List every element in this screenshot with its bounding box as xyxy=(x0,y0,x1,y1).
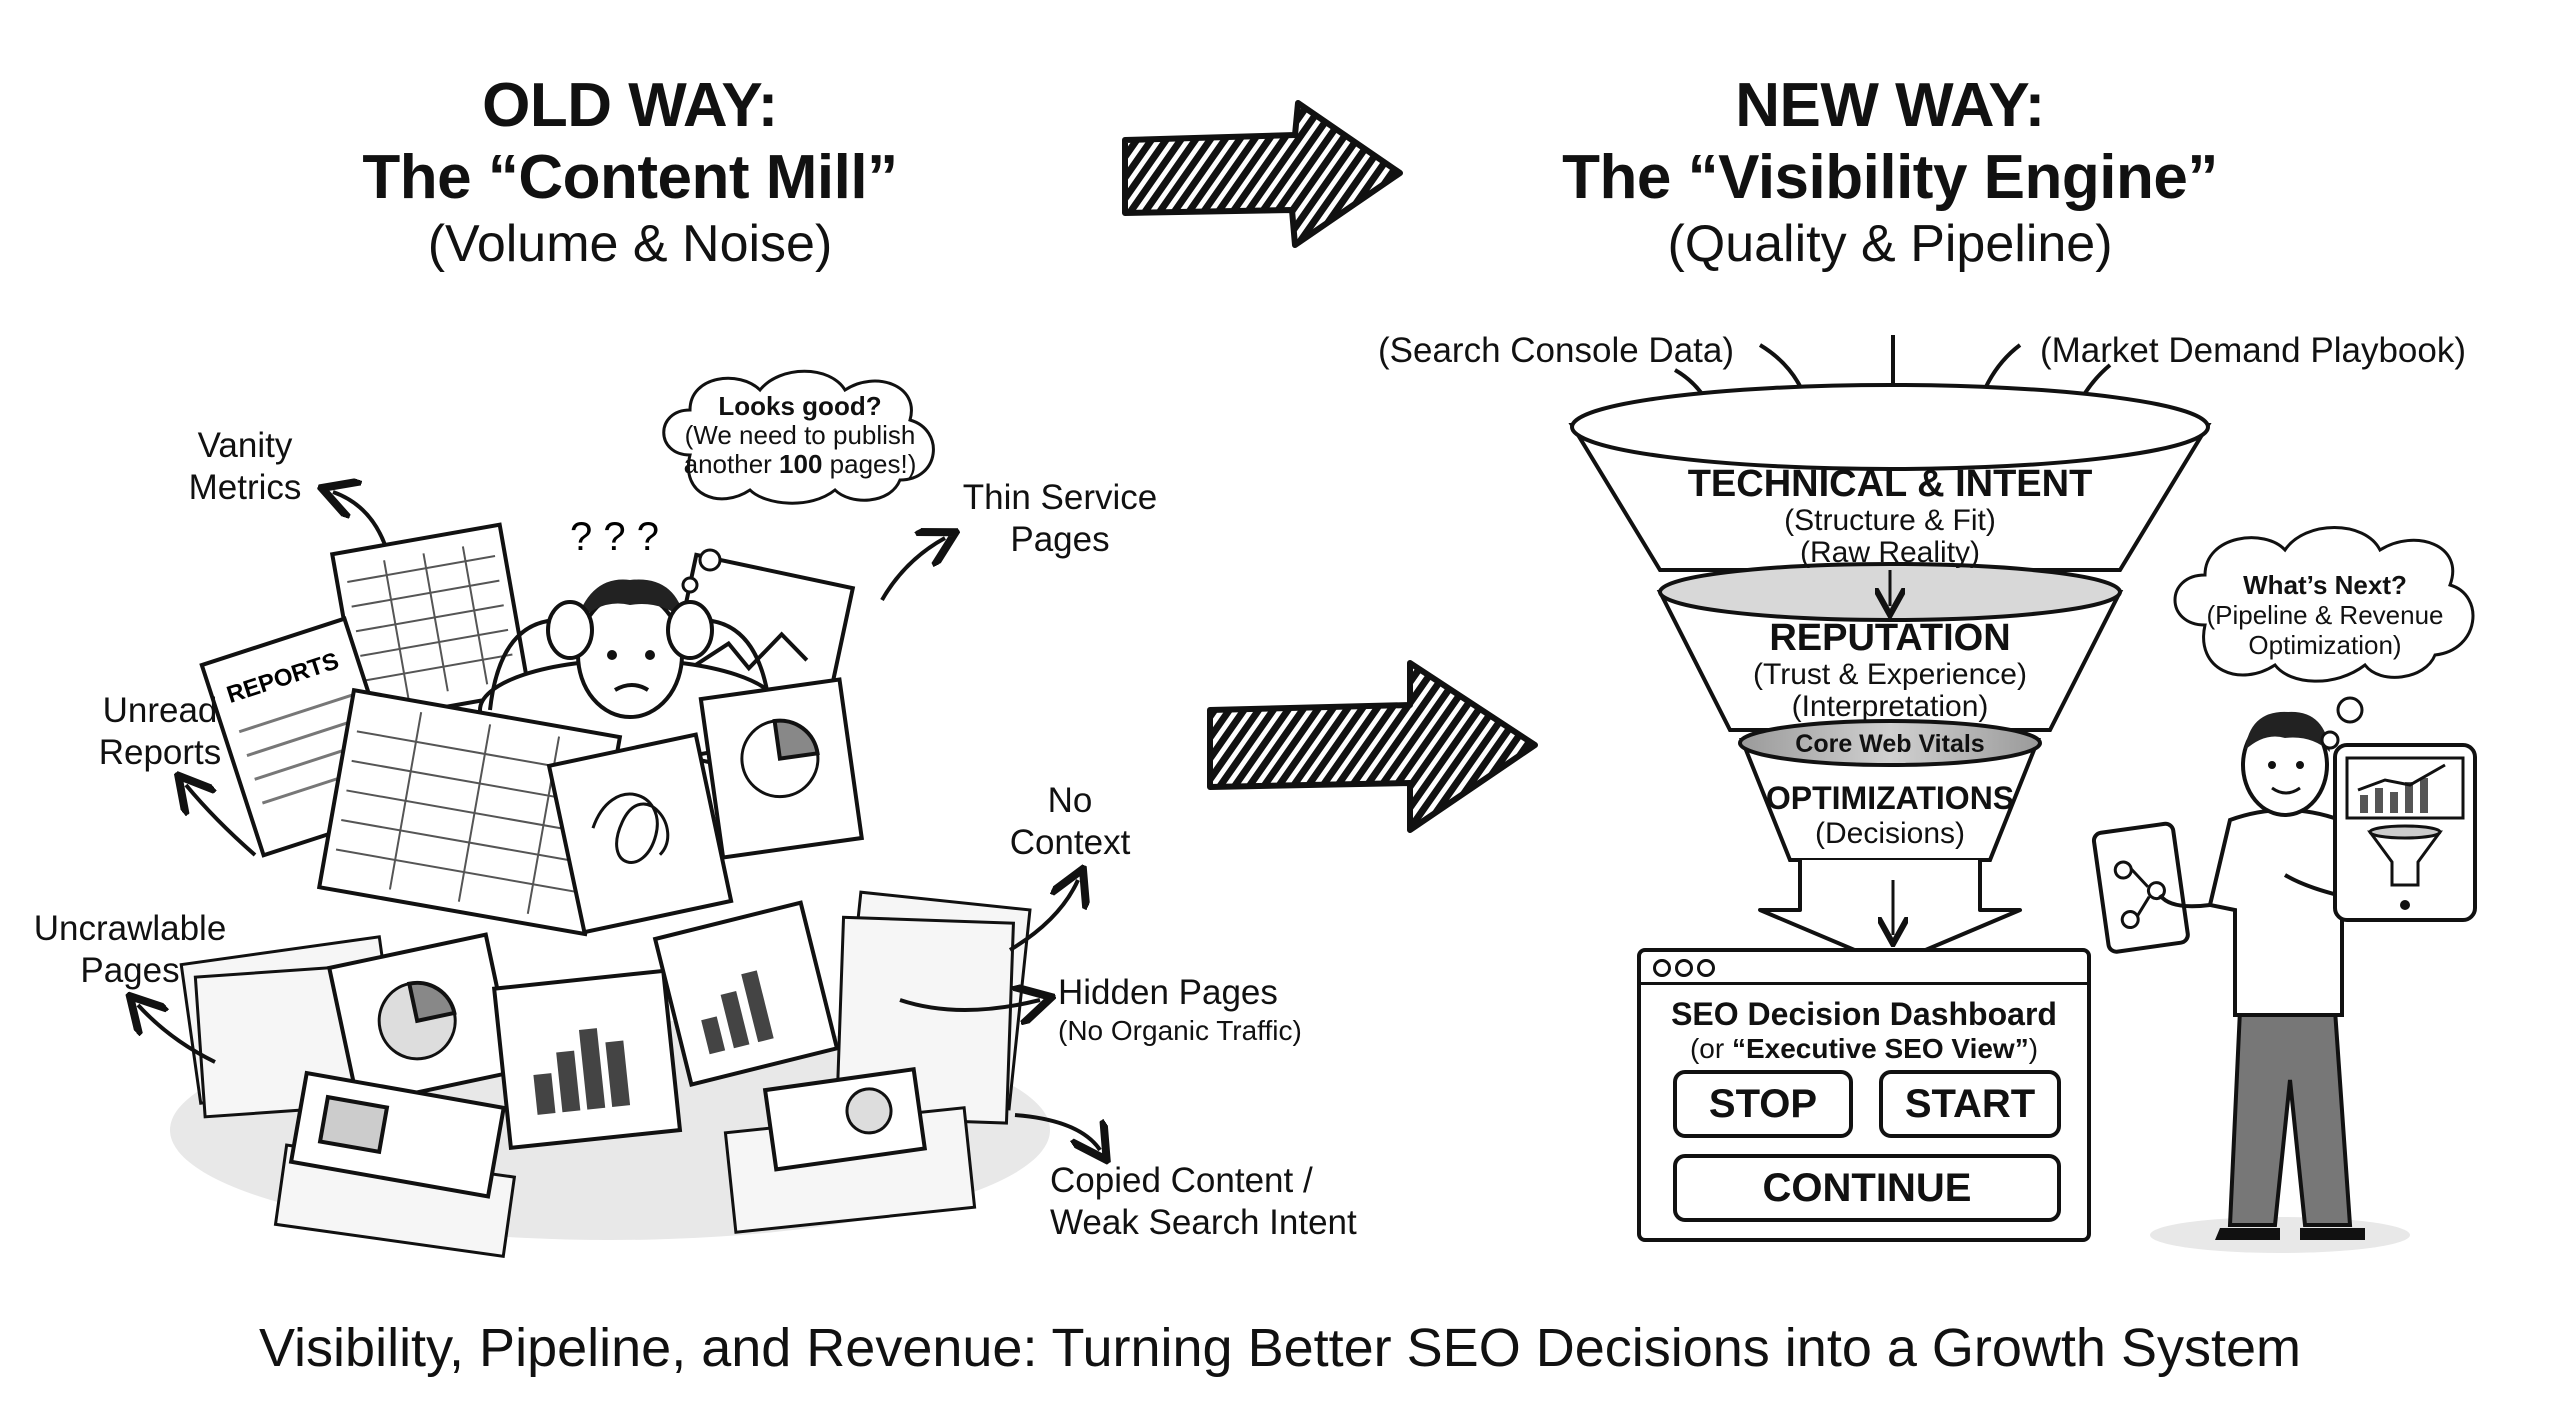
old-way-subtitle: (Volume & Noise) xyxy=(427,215,833,273)
old-way-title: OLD WAY: xyxy=(482,71,778,140)
tier2-sub2: (Interpretation) xyxy=(1791,690,1989,723)
top-transition-arrow-icon xyxy=(1122,100,1403,248)
seo-decision-dashboard: SEO Decision Dashboard (or “Executive SE… xyxy=(1637,948,2091,1242)
bubble-line3: another 100 pages!) xyxy=(683,449,917,479)
window-dot-icon xyxy=(1675,959,1693,977)
visibility-funnel xyxy=(1568,335,2212,967)
funnel-tier-optimizations: OPTIMIZATIONS (Decisions) xyxy=(1740,780,2040,852)
middle-transition-arrow-icon xyxy=(1207,660,1538,833)
stop-button[interactable]: STOP xyxy=(1673,1070,1853,1138)
continue-button[interactable]: CONTINUE xyxy=(1673,1154,2061,1222)
tier2-title: REPUTATION xyxy=(1769,617,2011,659)
label-hidden-pages: Hidden Pages (No Organic Traffic) xyxy=(1058,973,1302,1046)
start-button[interactable]: START xyxy=(1879,1070,2061,1138)
bubble-optimization: Optimization) xyxy=(2248,630,2402,660)
new-way-heading: NEW WAY: The “Visibility Engine” (Qualit… xyxy=(1460,70,2320,274)
funnel-core-web-vitals-band: Core Web Vitals xyxy=(1795,730,1985,758)
bubble-pipeline: (Pipeline & Revenue xyxy=(2206,600,2444,630)
old-way-heading: OLD WAY: The “Content Mill” (Volume & No… xyxy=(260,70,1000,274)
new-way-bubble-text: What’s Next? (Pipeline & Revenue Optimiz… xyxy=(2175,570,2475,660)
new-way-thought-bubble xyxy=(2173,526,2475,683)
question-marks-icon: ? ? ? xyxy=(570,515,659,559)
input-search-console-data: (Search Console Data) xyxy=(1378,331,1734,370)
window-dot-icon xyxy=(1653,959,1671,977)
new-way-title: NEW WAY: xyxy=(1735,71,2045,140)
funnel-tier-reputation: REPUTATION (Trust & Experience) (Interpr… xyxy=(1680,617,2100,723)
old-way-bubble-text: Looks good? (We need to publish another … xyxy=(660,392,940,479)
funnel-tier-technical: TECHNICAL & INTENT (Structure & Fit) (Ra… xyxy=(1630,463,2150,569)
dashboard-subtitle: (or “Executive SEO View”) xyxy=(1689,1033,2039,1064)
label-copied-content: Copied Content /Weak Search Intent xyxy=(1050,1161,1357,1242)
input-market-demand-playbook: (Market Demand Playbook) xyxy=(2040,331,2466,370)
tier1-sub1: (Structure & Fit) xyxy=(1784,504,1996,537)
tier2-sub1: (Trust & Experience) xyxy=(1753,658,2027,691)
old-way-thought-bubble xyxy=(662,369,935,505)
confident-person-illustration xyxy=(2091,696,2410,1253)
bubble-question: Looks good? xyxy=(718,391,882,421)
old-way-title-name: The “Content Mill” xyxy=(362,143,898,212)
content-mill-pile-illustration: REPORTS ? ? ? xyxy=(170,515,1050,1259)
tier3-title: OPTIMIZATIONS xyxy=(1765,780,2015,816)
tier1-title: TECHNICAL & INTENT xyxy=(1687,463,2093,505)
analytics-tablet-icon xyxy=(2333,743,2477,922)
tier1-sub2: (Raw Reality) xyxy=(1799,536,1981,569)
bubble-line2: (We need to publish xyxy=(684,420,916,450)
bubble-whats-next: What’s Next? xyxy=(2243,570,2407,600)
bottom-caption: Visibility, Pipeline, and Revenue: Turni… xyxy=(259,1318,2301,1378)
window-dot-icon xyxy=(1697,959,1715,977)
dashboard-title: SEO Decision Dashboard xyxy=(1671,996,2057,1032)
new-way-title-name: The “Visibility Engine” xyxy=(1562,143,2218,212)
tier3-sub: (Decisions) xyxy=(1814,817,1966,850)
new-way-subtitle: (Quality & Pipeline) xyxy=(1667,215,2113,273)
dashboard-titlebar xyxy=(1641,952,2087,985)
